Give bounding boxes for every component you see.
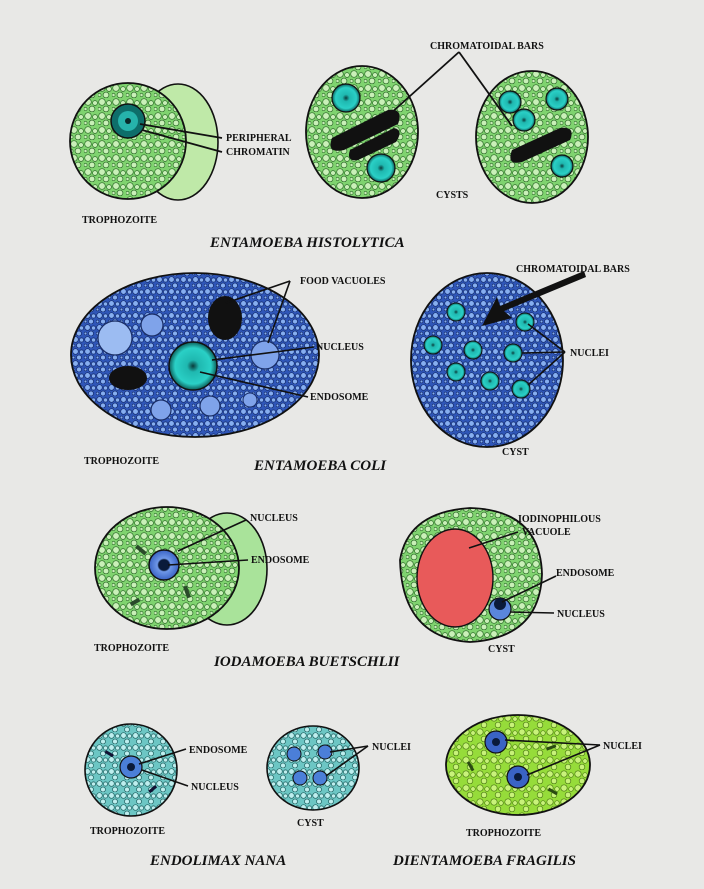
coli-cyst-label: CYST — [502, 447, 529, 458]
histolytica-title: ENTAMOEBA HISTOLYTICA — [209, 235, 405, 251]
histolytica-trophozoite — [70, 83, 218, 200]
cyst-nucleus-label: NUCLEUS — [557, 609, 605, 620]
cysts-label: CYSTS — [436, 190, 469, 201]
fragilis-trophozoite — [446, 715, 590, 815]
fragilis-title: DIENTAMOEBA FRAGILIS — [392, 853, 576, 869]
nana-nuclei-label: NUCLEI — [372, 742, 411, 753]
histolytica-cyst-1 — [306, 66, 418, 198]
buetschlii-nucleus-label: NUCLEUS — [250, 513, 298, 524]
buetschlii-endosome-label: ENDOSOME — [251, 555, 310, 566]
chromatoidal-bars-label-2: CHROMATOIDAL BARS — [516, 264, 630, 275]
buetschlii-title: IODAMOEBA BUETSCHLII — [213, 654, 401, 670]
nana-trophozoite-label: TROPHOZOITE — [90, 826, 165, 837]
coli-nucleus-label: NUCLEUS — [316, 342, 364, 353]
nana-endosome-label: ENDOSOME — [189, 745, 248, 756]
cyst-endosome-label: ENDOSOME — [556, 568, 615, 579]
chromatoidal-bars-label-1: CHROMATOIDAL BARS — [430, 41, 544, 52]
fragilis-trophozoite-label: TROPHOZOITE — [466, 828, 541, 839]
nana-cyst-label: CYST — [297, 818, 324, 829]
iodinophilous-label: IODINOPHILOUS — [518, 514, 601, 525]
coli-endosome-label: ENDOSOME — [310, 392, 369, 403]
peripheral-chromatin-label: PERIPHERAL — [226, 133, 292, 144]
histolytica-trophozoite-label: TROPHOZOITE — [82, 215, 157, 226]
coli-trophozoite — [71, 273, 319, 437]
coli-cyst — [411, 273, 563, 447]
peripheral-chromatin-label-2: CHROMATIN — [226, 147, 290, 158]
coli-title: ENTAMOEBA COLI — [253, 458, 387, 474]
fragilis-nuclei-label: NUCLEI — [603, 741, 642, 752]
buetschlii-trophozoite — [95, 507, 267, 629]
nana-nucleus-label: NUCLEUS — [191, 782, 239, 793]
coli-nuclei-label: NUCLEI — [570, 348, 609, 359]
buetschlii-cyst — [400, 508, 542, 642]
coli-nucleus — [169, 342, 217, 390]
food-vacuoles-label: FOOD VACUOLES — [300, 276, 386, 287]
buetschlii-cyst-label: CYST — [488, 644, 515, 655]
nana-trophozoite — [85, 724, 177, 816]
nana-title: ENDOLIMAX NANA — [149, 853, 286, 869]
vacuole-label: VACUOLE — [522, 527, 571, 538]
coli-trophozoite-label: TROPHOZOITE — [84, 456, 159, 467]
histolytica-cyst-2 — [476, 71, 588, 203]
buetschlii-trophozoite-label: TROPHOZOITE — [94, 643, 169, 654]
nana-cyst — [267, 726, 359, 810]
